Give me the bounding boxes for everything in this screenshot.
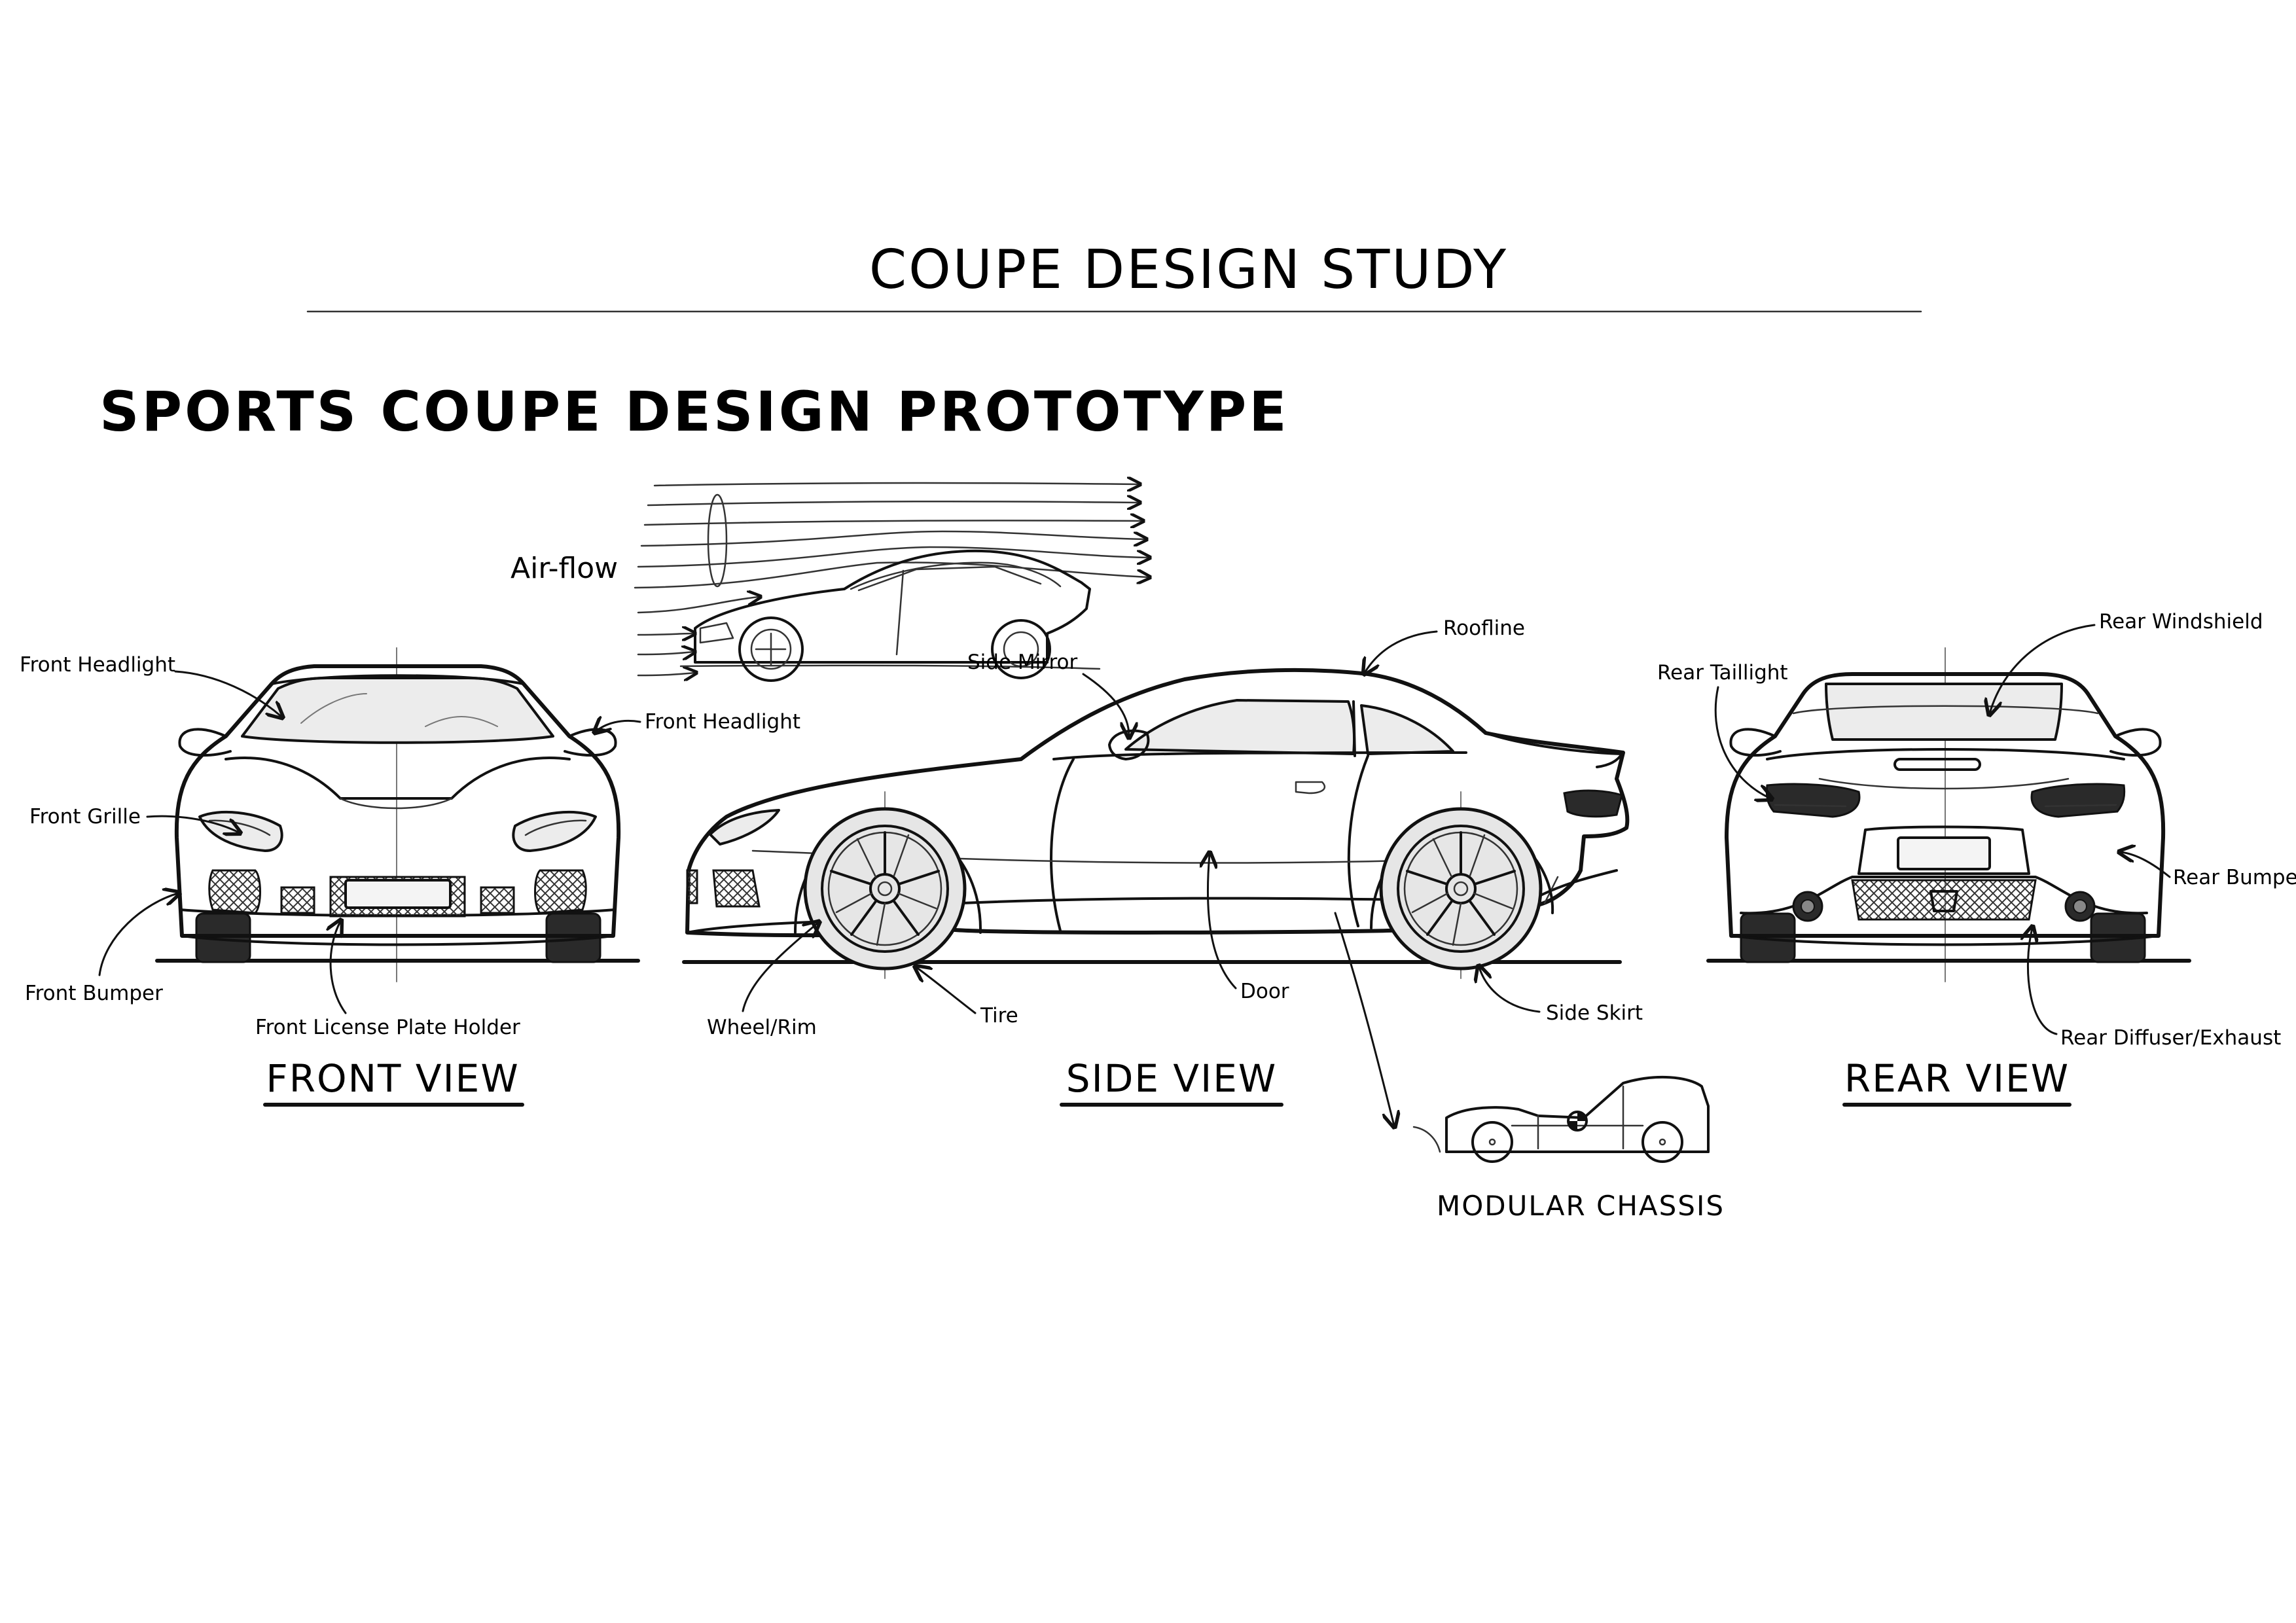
side-view-heading: SIDE VIEW (1066, 1056, 1277, 1101)
side-front-wheel (803, 807, 967, 971)
label-front-bumper: Front Bumper (25, 982, 163, 1005)
label-front-headlight-right: Front Headlight (645, 710, 800, 734)
label-rear-windshield: Rear Windshield (2099, 610, 2263, 633)
side-view-drawing (682, 668, 1630, 979)
label-door: Door (1240, 980, 1289, 1003)
label-side-skirt: Side Skirt (1546, 1001, 1643, 1025)
front-view-heading: FRONT VIEW (266, 1056, 519, 1101)
side-annotations: Side Mirror Roofline Wheel/Rim Tire Door… (707, 616, 1643, 1107)
label-front-grille: Front Grille (29, 805, 141, 829)
airflow-streamlines (634, 483, 1149, 675)
label-rear-bumper: Rear Bumper (2173, 866, 2296, 889)
rear-view-heading: REAR VIEW (1844, 1056, 2070, 1101)
page-title: COUPE DESIGN STUDY (869, 239, 1508, 301)
modular-chassis-label: MODULAR CHASSIS (1437, 1190, 1725, 1222)
label-side-mirror: Side Mirror (967, 651, 1077, 674)
label-front-license-plate-holder: Front License Plate Holder (255, 1016, 520, 1039)
page-subtitle: SPORTS COUPE DESIGN PROTOTYPE (99, 380, 1289, 444)
front-view-drawing (155, 647, 640, 982)
airflow-label: Air-flow (511, 552, 618, 585)
label-rear-diffuser-exhaust: Rear Diffuser/Exhaust (2060, 1026, 2281, 1050)
label-roofline: Roofline (1443, 616, 1525, 640)
front-annotations: Front Headlight Front Headlight Front Gr… (20, 653, 800, 1107)
label-rear-taillight: Rear Taillight (1657, 661, 1788, 685)
modular-chassis-sketch: MODULAR CHASSIS (1334, 912, 1725, 1222)
airflow-car (694, 549, 1091, 682)
label-front-headlight-left: Front Headlight (20, 653, 175, 677)
rear-annotations: Rear Windshield Rear Taillight Rear Bump… (1657, 610, 2296, 1107)
side-rear-wheel (1379, 807, 1543, 971)
label-wheel-rim: Wheel/Rim (707, 1016, 817, 1039)
label-tire: Tire (980, 1004, 1018, 1027)
rear-view-drawing (1706, 647, 2191, 982)
airflow-sketch: Air-flow (511, 483, 1149, 682)
